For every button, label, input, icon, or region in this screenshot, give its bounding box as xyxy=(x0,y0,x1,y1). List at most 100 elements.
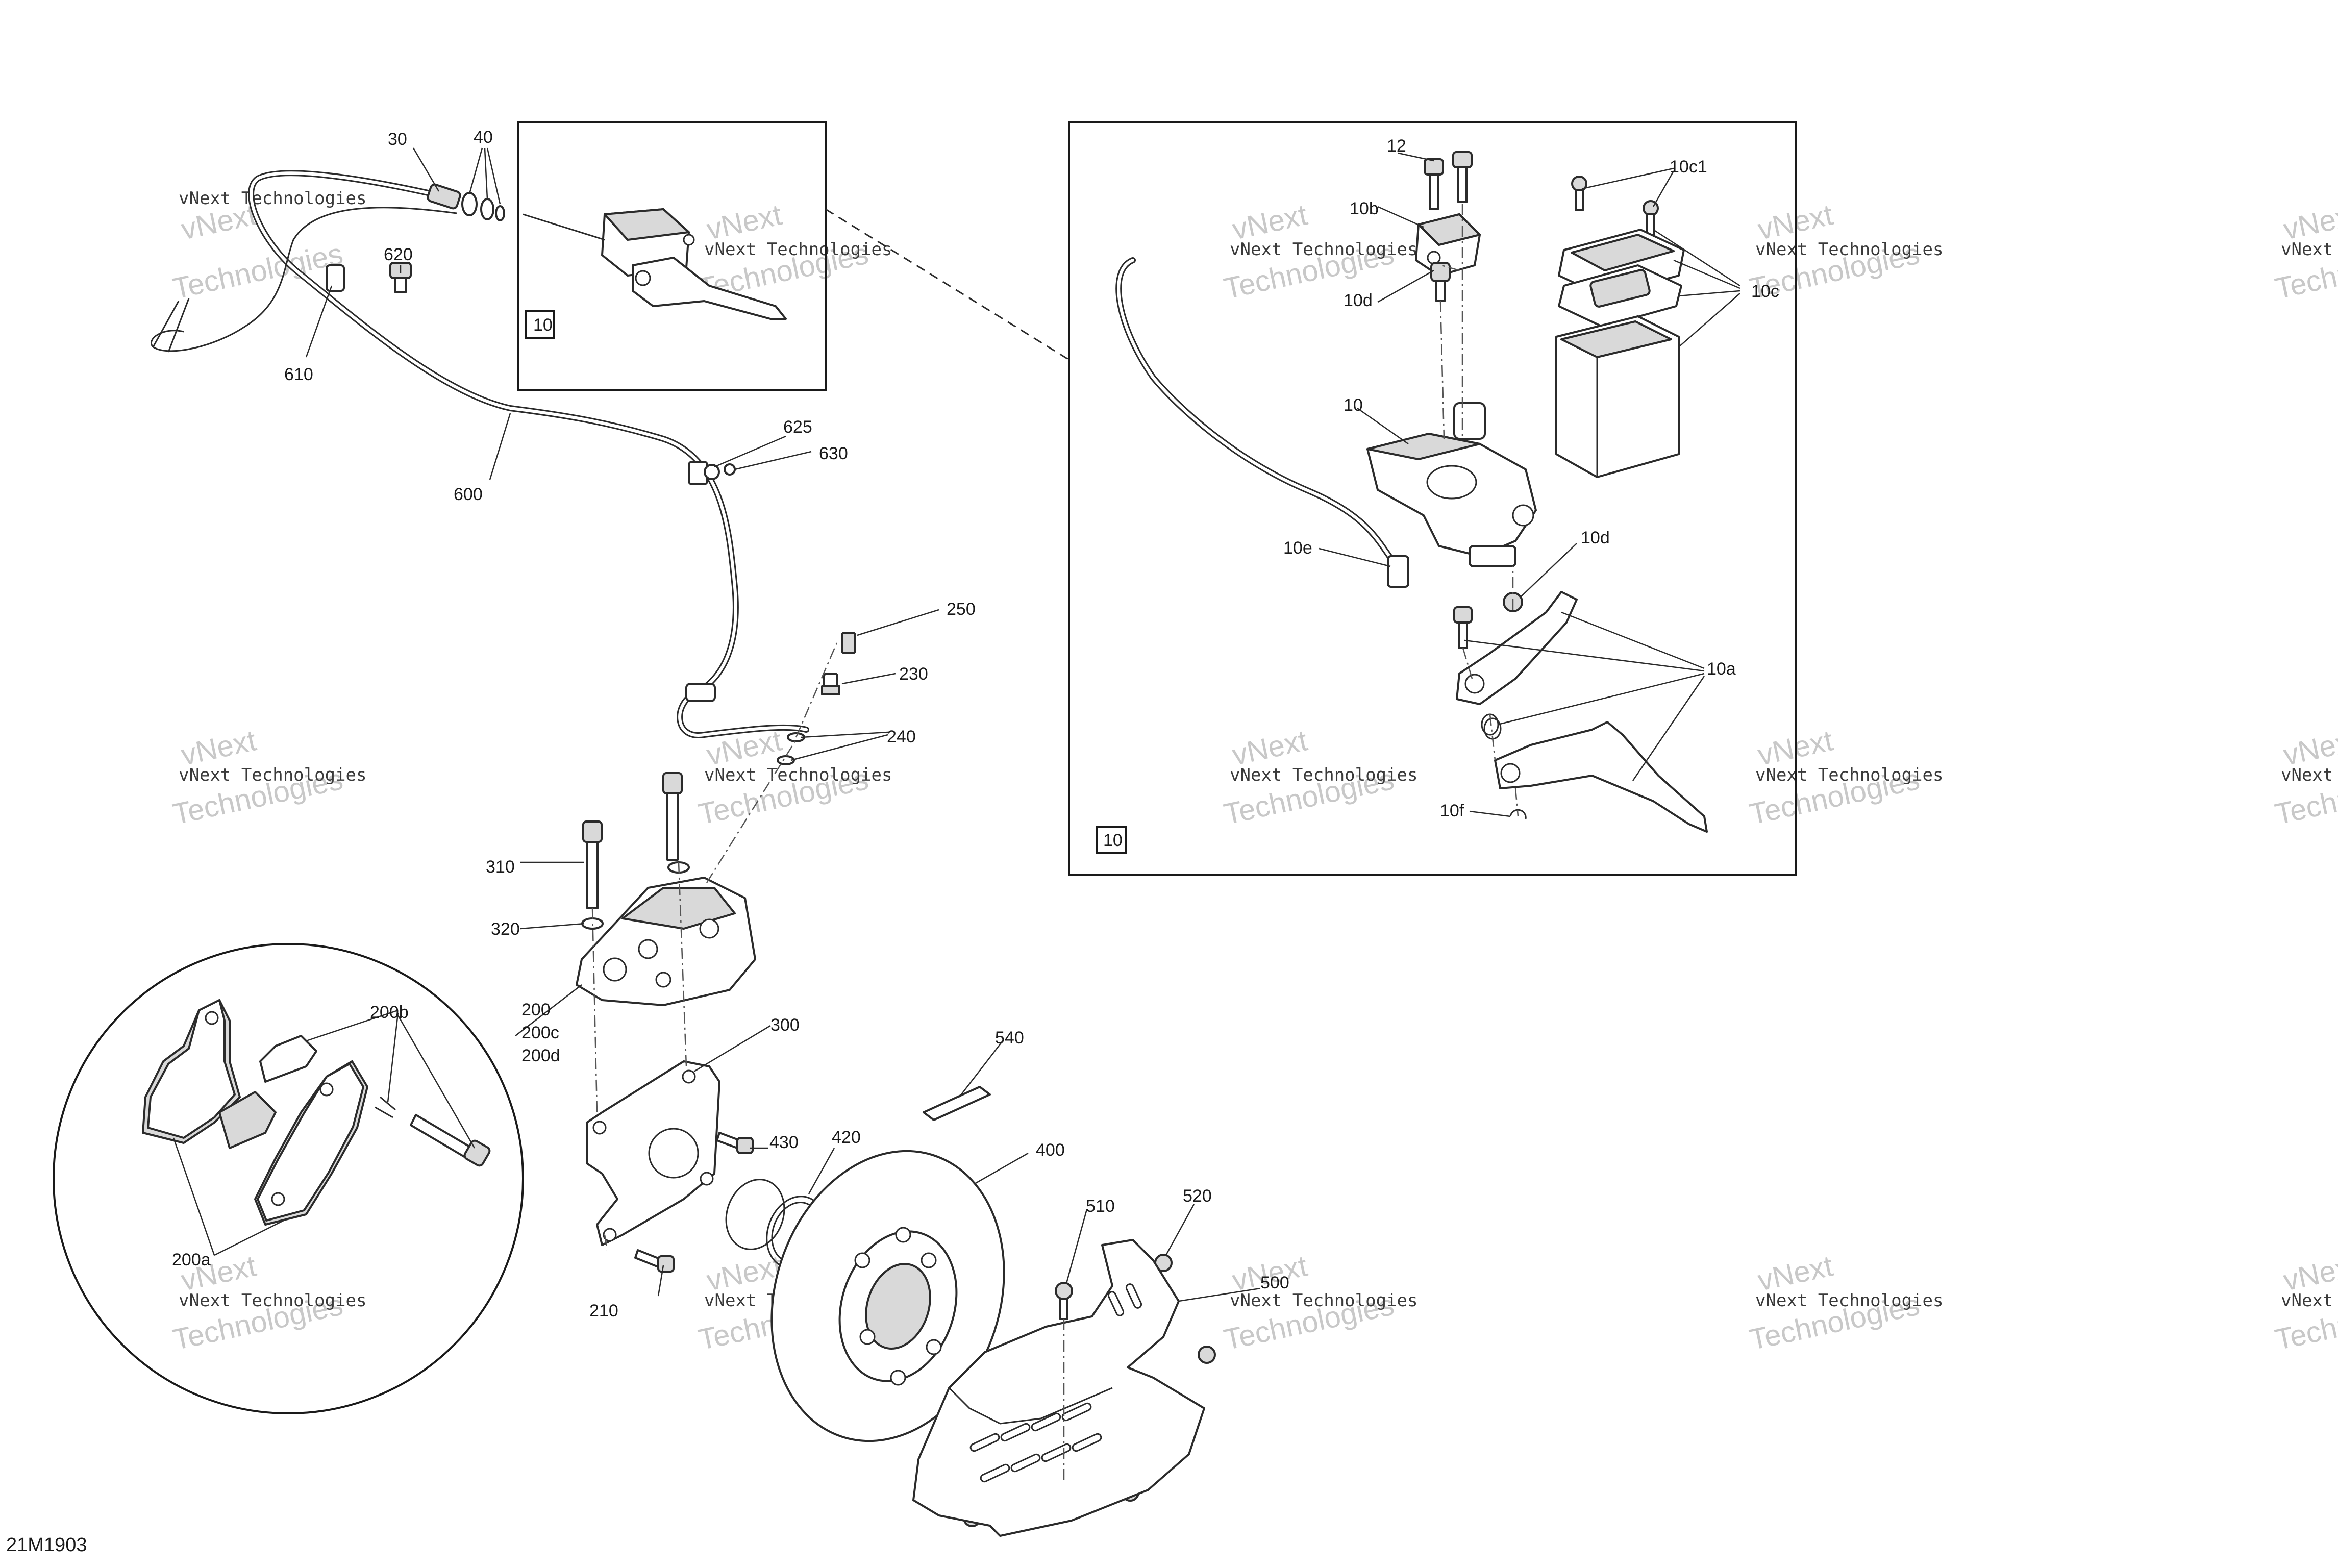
callout-210: 210 xyxy=(589,1301,618,1321)
svg-text:Technologies: Technologies xyxy=(170,237,346,306)
callout-10e: 10e xyxy=(1283,538,1312,558)
lever-adjuster-10a xyxy=(1456,591,1578,705)
pad-detail-circle xyxy=(53,943,524,1414)
svg-text:vNext Technologies: vNext Technologies xyxy=(179,188,366,209)
bolt-310 xyxy=(582,772,683,909)
callout-500: 500 xyxy=(1260,1273,1289,1292)
callout-10: 10 xyxy=(1344,395,1363,415)
watermarks: vNext Technologies vNext Technologies vN… xyxy=(170,188,2338,1357)
brake-line-10e xyxy=(1115,257,1409,588)
svg-text:vNext Technologies: vNext Technologies xyxy=(704,765,892,785)
leader-lines xyxy=(172,147,1740,1302)
hose-fitting xyxy=(685,683,716,702)
callout-510: 510 xyxy=(1086,1197,1115,1216)
watermark: vNext Technologies vNext Technologies xyxy=(170,724,367,831)
watermark: vNext Technologies vNext Technologies xyxy=(2272,198,2338,305)
decal-540 xyxy=(923,1086,991,1121)
drawing-id: 21M1903 xyxy=(6,1534,87,1556)
callout-10a: 10a xyxy=(1707,659,1736,679)
callout-200: 200 xyxy=(521,1000,551,1019)
hose-clamp xyxy=(326,264,345,292)
callout-12: 12 xyxy=(1387,136,1406,156)
inset-frame-small xyxy=(517,121,827,391)
rotor-guard-500 xyxy=(912,1239,1205,1537)
brake-lever-10a xyxy=(1494,721,1708,833)
master-cylinder-small xyxy=(523,208,787,320)
svg-text:vNext Technologies: vNext Technologies xyxy=(1755,765,1943,785)
callout-10d: 10d xyxy=(1581,528,1610,547)
screw-510 xyxy=(1055,1282,1073,1320)
master-cylinder-body xyxy=(1366,402,1537,567)
callout-620: 620 xyxy=(384,245,413,264)
assembly-lines-large xyxy=(1439,204,1519,817)
callout-10f: 10f xyxy=(1440,801,1464,820)
callout-610: 610 xyxy=(284,365,313,384)
brake-hose-assembly xyxy=(151,170,809,738)
inset-tag-large-label: 10 xyxy=(1103,831,1123,850)
bleeder-230 xyxy=(821,673,840,695)
pin-10d-top xyxy=(1430,262,1451,302)
svg-text:vNext Technologies: vNext Technologies xyxy=(1755,239,1943,260)
bleeder-250 xyxy=(841,632,856,654)
screw-10c1 xyxy=(1571,176,1659,242)
callout-30: 30 xyxy=(388,130,407,149)
lever-pivot-bolt xyxy=(1453,606,1473,649)
callout-320: 320 xyxy=(491,919,520,939)
callout-240: 240 xyxy=(887,727,916,746)
callout-400: 400 xyxy=(1036,1140,1065,1160)
callout-520: 520 xyxy=(1183,1186,1212,1206)
assembly-line-bleeder xyxy=(706,739,797,883)
callout-200c: 200c xyxy=(521,1023,559,1042)
callout-300: 300 xyxy=(770,1015,800,1035)
svg-text:vNext Technologies: vNext Technologies xyxy=(1230,239,1417,260)
bolt-430 xyxy=(716,1132,754,1154)
watermark: vNext Technologies vNext Technologies xyxy=(1221,198,1418,305)
assembly-lines-caliper xyxy=(591,642,1065,1480)
callout-10c1: 10c1 xyxy=(1670,157,1707,177)
callout-200d: 200d xyxy=(521,1046,560,1065)
circlip-10f xyxy=(1509,809,1527,819)
callout-200a: 200a xyxy=(172,1250,211,1270)
inset-tag-small-label: 10 xyxy=(533,315,553,335)
clamp-10b xyxy=(1415,213,1481,277)
watermark: vNext Technologies vNext Technologies xyxy=(1747,1249,1944,1356)
brake-caliper-200 xyxy=(576,877,756,1006)
svg-text:vNext Technologies: vNext Technologies xyxy=(1230,765,1417,785)
callout-250: 250 xyxy=(947,600,976,619)
caliper-bracket-300 xyxy=(586,1060,720,1246)
svg-text:vNext Technologies: vNext Technologies xyxy=(2281,239,2338,260)
inset-frame-large xyxy=(1068,121,1797,876)
inset-tag-large xyxy=(1096,826,1127,854)
brake-pad-200a-right xyxy=(254,1060,368,1226)
watermark: vNext Technologies vNext Technologies xyxy=(1747,724,1944,831)
svg-text:vNext Technologies: vNext Technologies xyxy=(179,1290,366,1311)
callout-430: 430 xyxy=(769,1133,799,1152)
watermark: vNext Technologies vNext Technologies xyxy=(1221,724,1418,831)
callout-230: 230 xyxy=(899,664,928,684)
svg-text:vNext Technologies: vNext Technologies xyxy=(1755,1290,1943,1311)
reservoir-diaphragm xyxy=(1558,264,1682,328)
watermark: vNext Technologies vNext Technologies xyxy=(1221,1249,1418,1356)
inset-link-line xyxy=(825,208,1069,361)
banjo-fitting-30 xyxy=(427,183,505,221)
reservoir-body xyxy=(1555,315,1680,478)
svg-text:vNext Technologies: vNext Technologies xyxy=(2281,765,2338,785)
clip-625 xyxy=(704,463,736,480)
bolt-210 xyxy=(634,1249,675,1273)
svg-text:vNext Technologies: vNext Technologies xyxy=(1230,1290,1417,1311)
watermark: vNext Technologies vNext Technologies xyxy=(2272,1249,2338,1356)
brake-rotor-400 xyxy=(770,1150,1005,1442)
callout-labels: 30 40 620 610 600 625 630 250 230 240 31… xyxy=(172,128,1779,1321)
callout-625: 625 xyxy=(783,417,812,437)
pad-spring-200b xyxy=(218,1035,396,1149)
spring-10a xyxy=(1481,713,1502,740)
screw-12 xyxy=(1424,151,1473,210)
callout-200b: 200b xyxy=(370,1003,409,1022)
callout-10d-top: 10d xyxy=(1344,291,1373,310)
callout-630: 630 xyxy=(819,444,848,463)
callout-600: 600 xyxy=(454,485,483,504)
inset-tag-small xyxy=(525,310,555,339)
callout-10c: 10c xyxy=(1751,282,1779,301)
svg-text:vNext Technologies: vNext Technologies xyxy=(179,765,366,785)
